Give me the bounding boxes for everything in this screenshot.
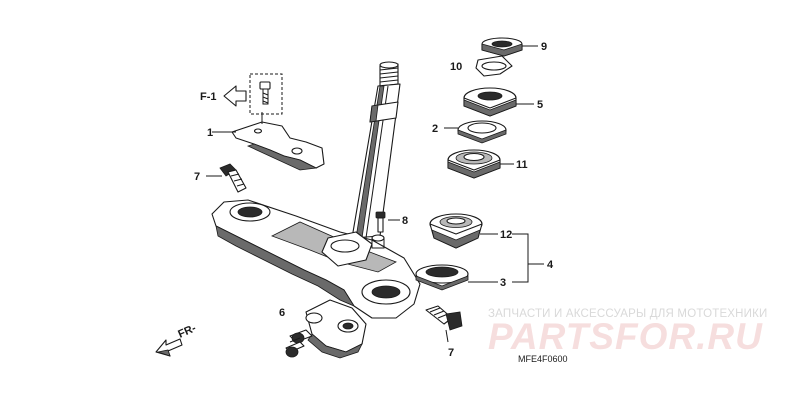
front-direction-arrow-icon <box>155 338 183 357</box>
callout-4-bracket <box>512 233 544 283</box>
callout-7-upper: 7 <box>194 171 200 183</box>
key-icon <box>285 329 313 358</box>
lower-dust-seal <box>415 264 469 291</box>
lower-bracket <box>211 199 421 319</box>
dust-seal <box>457 120 507 144</box>
pinch-bolt-lower <box>425 305 463 331</box>
lower-bearing <box>429 213 483 249</box>
callout-11: 11 <box>516 159 528 171</box>
watermark-tagline: ЗАПЧАСТИ И АКСЕССУАРЫ ДЛЯ МОТОТЕХНИКИ <box>488 308 768 320</box>
lock-nut <box>481 37 523 57</box>
callout-6: 6 <box>279 307 285 319</box>
pinch-bolt-upper <box>219 163 247 193</box>
diagram-code: MFE4F0600 <box>518 354 568 364</box>
adjusting-nut <box>463 87 517 117</box>
reference-box <box>249 73 283 115</box>
watermark-logo-text: PARTSFOR.RU <box>488 316 763 357</box>
callout-4: 4 <box>547 259 554 271</box>
steering-stem <box>351 61 401 239</box>
small-screw <box>375 211 386 233</box>
callout-12: 12 <box>500 229 512 241</box>
direction-label: FR- <box>176 322 198 341</box>
callout-3: 3 <box>500 277 506 289</box>
callout-5: 5 <box>537 99 543 111</box>
reference-arrow-icon <box>223 85 247 107</box>
cover-plate <box>231 112 325 171</box>
callout-7-lower: 7 <box>448 347 454 359</box>
callout-2: 2 <box>432 123 438 135</box>
upper-bearing <box>447 149 501 179</box>
lock-washer <box>475 55 513 77</box>
callout-9: 9 <box>541 41 547 53</box>
callout-10: 10 <box>450 61 462 73</box>
small-bolt-icon <box>259 81 271 105</box>
reference-label: F-1 <box>200 91 217 103</box>
callout-1: 1 <box>207 127 213 139</box>
callout-8: 8 <box>402 215 408 227</box>
steering-lock <box>305 299 367 359</box>
